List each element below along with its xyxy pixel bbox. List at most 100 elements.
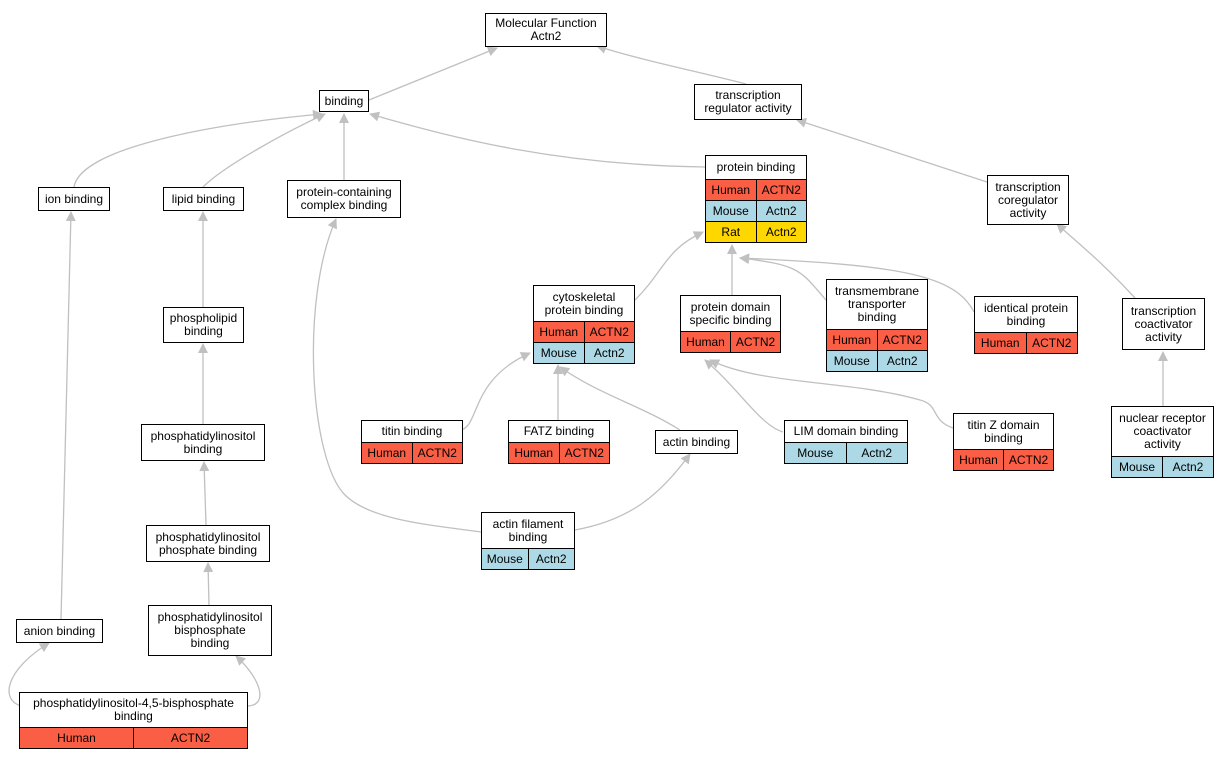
species-row: Mouse Actn2 [706,200,806,221]
species-cell: Human [686,335,725,349]
gene-cell: ACTN2 [583,322,635,342]
gene-cell: ACTN2 [133,728,247,748]
go-term-label: protein-containing complex binding [296,185,392,212]
edge-pb [369,111,706,168]
go-term-node-tcoact[interactable]: transcription coactivator activity [1122,298,1205,350]
go-term-label: protein domain specific binding [689,299,772,327]
edge-anion [60,211,76,620]
go-term-node-anion[interactable]: anion binding [16,619,103,643]
go-term-node-ion[interactable]: ion binding [38,187,110,211]
species-row: Mouse Actn2 [1112,456,1213,477]
gene-cell: ACTN2 [755,180,807,200]
go-term-node-binding[interactable]: binding [319,90,369,112]
edge-tcoact [1056,223,1136,299]
species-cell: Rat [721,225,741,239]
go-term-label: FATZ binding [523,424,595,438]
go-term-node-pib[interactable]: phosphatidylinositol binding [141,424,265,461]
species-row: Human ACTN2 [362,442,462,463]
gene-cell: ACTN2 [411,443,463,463]
species-row: Mouse Actn2 [785,442,907,463]
gene-cell: ACTN2 [876,330,928,350]
species-row: Mouse Actn2 [827,350,927,371]
species-row: Human ACTN2 [534,321,634,342]
go-term-label: actin binding [662,434,731,449]
go-term-label: nuclear receptor coactivator activity [1119,411,1206,451]
go-term-label: titin binding [381,424,443,438]
edge-lipid [202,113,326,188]
gene-cell: ACTN2 [1003,450,1053,470]
go-term-node-lipid[interactable]: lipid binding [163,187,244,211]
gene-cell: Actn2 [755,201,807,221]
go-term-label: phosphatidylinositol-4,5-bisphosphate bi… [33,696,234,723]
edge-pipb [199,461,210,526]
species-cell: Human [832,333,872,347]
gene-cell: Actn2 [845,443,908,463]
species-cell: Human [367,446,407,460]
species-cell: Human [959,453,998,467]
gene-cell: Actn2 [1162,457,1213,477]
go-term-node-actin[interactable]: actin binding [655,430,738,454]
edge-pi45 [8,642,50,707]
edge-ipb [739,253,975,313]
go-term-label: transcription regulator activity [704,88,792,115]
go-term-label: binding [324,93,364,108]
go-term-label: transcription coactivator activity [1130,303,1197,344]
species-cell: Mouse [712,204,749,218]
species-row: Human ACTN2 [954,449,1053,470]
go-term-node-phospholipid[interactable]: phospholipid binding [163,307,244,343]
species-cell: Human [980,336,1020,350]
edge-ion [73,109,323,188]
species-row: Human ACTN2 [827,329,927,350]
go-term-label: cytoskeletal protein binding [544,289,624,317]
go-term-label: Molecular Function Actn2 [495,16,597,43]
go-term-label: phosphatidylinositol phosphate binding [155,529,261,557]
go-term-label: protein binding [716,160,796,174]
gene-cell: Actn2 [876,351,928,371]
edge-tmtb [739,254,827,301]
go-term-node-pibpb[interactable]: phosphatidylinositol bisphosphate bindin… [148,605,272,656]
species-cell: Human [57,731,96,745]
go-term-node-pi45[interactable]: phosphatidylinositol-4,5-bisphosphate bi… [19,692,248,749]
go-term-label: titin Z domain binding [967,417,1040,445]
go-term-label: actin filament binding [492,516,564,544]
go-term-label: lipid binding [171,191,236,206]
edge-cyto [634,231,704,301]
species-cell: Mouse [833,354,870,368]
go-term-node-tcoreg[interactable]: transcription coregulator activity [987,175,1069,225]
edge-titinz [709,359,954,429]
go-term-node-pccb[interactable]: protein-containing complex binding [287,180,401,218]
edge-lim [704,359,784,433]
edge-tcoreg [796,118,988,183]
species-cell: Mouse [486,552,523,566]
species-cell: Mouse [1118,460,1156,474]
species-cell: Human [539,325,579,339]
go-term-node-tra[interactable]: transcription regulator activity [694,84,802,120]
go-term-label: transcription coregulator activity [995,179,1061,220]
go-term-label: identical protein binding [983,300,1069,328]
go-term-node-mf[interactable]: Molecular Function Actn2 [485,13,607,47]
go-term-label: phosphatidylinositol bisphosphate bindin… [157,610,263,650]
edge-afb [574,453,691,531]
gene-cell: ACTN2 [558,443,610,463]
edge-binding [368,46,498,101]
species-cell: Mouse [797,446,834,460]
go-term-node-pipb[interactable]: phosphatidylinositol phosphate binding [146,525,270,562]
